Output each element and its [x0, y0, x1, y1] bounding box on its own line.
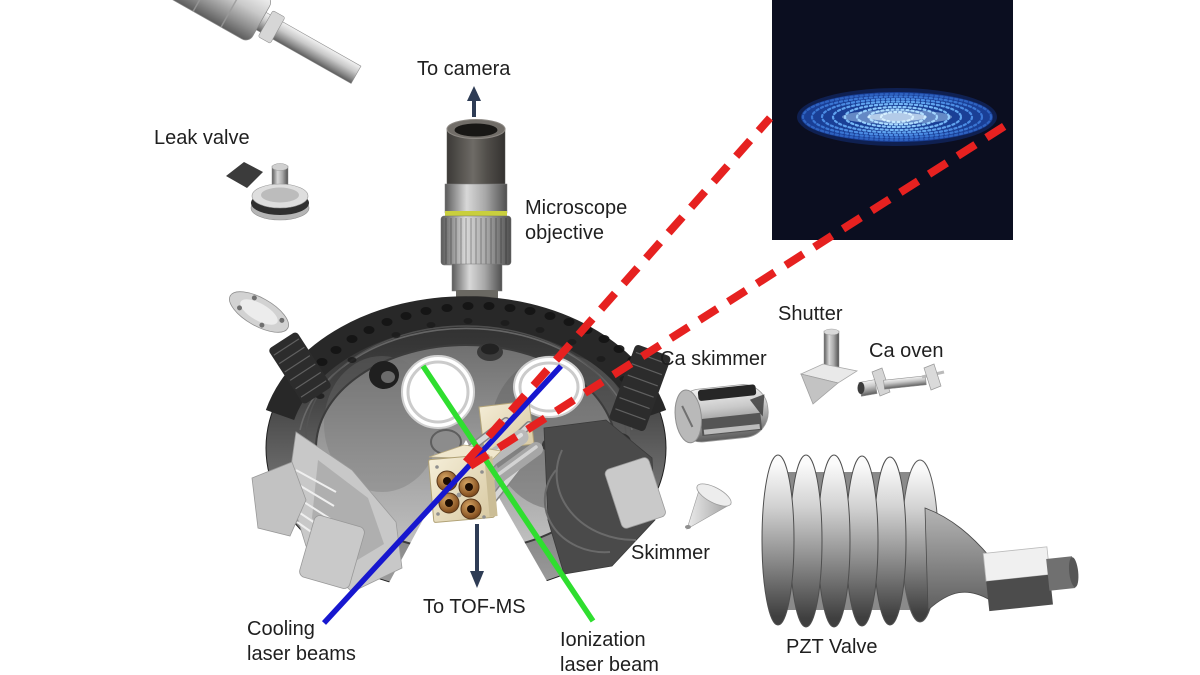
leak-valve-clamp [226, 162, 263, 188]
ionization-laser-beam-line [420, 364, 596, 623]
chamber-foot-right [604, 457, 666, 529]
label-ca-oven: Ca oven [869, 340, 944, 362]
shutter-illustration [799, 328, 859, 405]
cooling-laser-beam-line [321, 364, 564, 625]
label-ionization-line1: Ionization [560, 629, 646, 651]
microscope-objective-illustration [440, 119, 512, 306]
label-skimmer: Skimmer [631, 542, 710, 564]
chamber-knurl-pad-left [269, 332, 331, 404]
chamber-tab-left [251, 461, 307, 537]
pzt-valve-block [982, 546, 1079, 612]
label-microscope-objective: Microscope objective [525, 196, 627, 246]
leak-valve-illustration [113, 0, 362, 333]
skimmer-cone-illustration [685, 483, 732, 530]
chamber-knurl-pad-right [609, 345, 671, 431]
label-to-tof-ms: To TOF-MS [423, 596, 526, 618]
label-cooling-line1: Cooling [247, 618, 315, 640]
label-cooling-laser-beams: Cooling laser beams [247, 617, 356, 667]
leak-valve-body [113, 0, 271, 41]
vacuum-chamber-illustration [251, 296, 671, 618]
chamber-front-opening [370, 440, 568, 618]
pzt-valve-nozzle [924, 507, 991, 611]
label-leak-valve: Leak valve [154, 127, 250, 149]
ca-oven-illustration [857, 363, 945, 397]
label-ionization-laser-beam: Ionization laser beam [560, 628, 659, 675]
tofms-arrow [470, 524, 484, 588]
magnification-callout-lines [463, 115, 1014, 470]
ca-skimmer-illustration [674, 384, 769, 444]
coulomb-crystal-inset [772, 0, 1013, 240]
label-ionization-line2: laser beam [560, 654, 659, 675]
label-pzt-valve: PZT Valve [786, 636, 878, 658]
label-microscope-objective-line1: Microscope [525, 197, 628, 219]
label-cooling-line2: laser beams [247, 643, 356, 665]
camera-arrow [467, 86, 481, 117]
label-microscope-objective-line2: objective [525, 222, 604, 244]
chamber-cut-facet-right [543, 419, 656, 575]
pzt-valve-illustration [761, 454, 1079, 628]
chamber-foot-left [299, 515, 365, 589]
objective-yellow-band [445, 211, 507, 217]
label-ca-skimmer: Ca skimmer [660, 348, 767, 370]
label-shutter: Shutter [778, 303, 843, 325]
label-to-camera: To camera [417, 58, 511, 80]
crystal-shells [801, 92, 993, 142]
leak-valve-flange [229, 291, 289, 333]
